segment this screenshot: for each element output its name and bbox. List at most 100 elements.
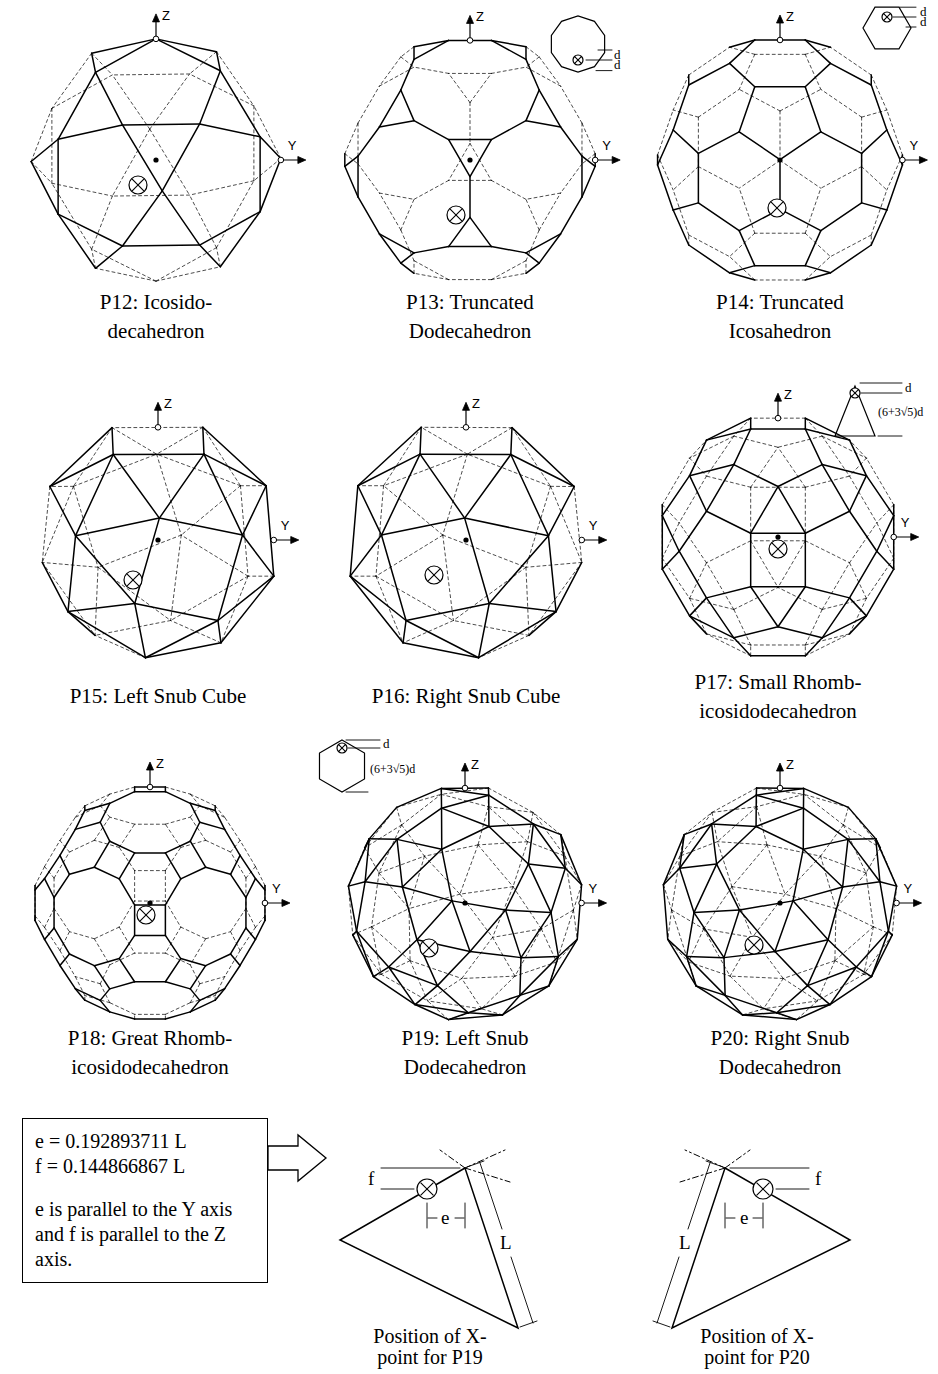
visible-edge — [135, 604, 146, 658]
x-point-symbol — [420, 939, 438, 957]
axis-origin-mark — [579, 537, 585, 543]
visible-edge — [525, 47, 527, 60]
visible-edge — [491, 247, 526, 253]
hidden-edge — [414, 67, 449, 73]
visible-edge — [717, 826, 756, 864]
hidden-edge — [757, 794, 804, 806]
x-point-symbol — [450, 209, 461, 220]
hidden-edge — [449, 73, 492, 74]
hidden-edge — [680, 842, 717, 856]
adjacent-edge — [465, 1150, 505, 1168]
visible-edge — [470, 910, 506, 952]
visible-edge — [511, 428, 512, 455]
visible-edge — [190, 966, 205, 989]
hidden-edge — [805, 645, 806, 656]
hidden-edge — [150, 129, 190, 195]
visible-edge — [255, 921, 265, 940]
visible-edge — [112, 428, 113, 455]
hidden-edge — [60, 951, 75, 977]
visible-edge — [805, 273, 830, 280]
x-point-symbol — [127, 574, 138, 585]
visible-edge — [662, 516, 679, 552]
dimension-label: L — [679, 1233, 691, 1253]
visible-edge — [96, 72, 123, 125]
visible-edge — [449, 246, 492, 248]
hidden-edge — [358, 485, 384, 486]
hidden-edge — [246, 908, 256, 927]
visible-edge — [246, 928, 256, 939]
visible-edge — [803, 808, 805, 849]
hidden-edge — [557, 910, 574, 962]
visible-edge — [520, 958, 521, 996]
visible-edge — [506, 864, 529, 910]
visible-edge — [165, 959, 180, 982]
visible-edge — [358, 427, 421, 485]
visible-edge — [413, 47, 415, 60]
hidden-edge — [467, 428, 512, 455]
visible-edge — [539, 234, 560, 263]
visible-edge — [397, 788, 442, 807]
visible-edge — [75, 989, 100, 1001]
visible-edge — [850, 551, 877, 598]
visible-edge — [401, 59, 414, 90]
visible-edge — [872, 931, 889, 976]
adjacent-edge — [685, 1150, 725, 1168]
visible-edge — [830, 63, 871, 85]
hidden-edge — [401, 47, 414, 57]
visible-edge — [225, 965, 240, 988]
hidden-edge — [574, 487, 582, 563]
hidden-edge — [95, 621, 171, 636]
adjacent-edge — [465, 1168, 510, 1182]
visible-edge — [698, 203, 739, 231]
visible-edge — [417, 901, 452, 940]
visible-edge — [866, 569, 893, 616]
visible-edge — [521, 913, 551, 958]
axis-origin-mark — [467, 38, 473, 44]
visible-edge — [821, 203, 862, 231]
dimension-label: (6+3√5)d — [370, 762, 415, 777]
visible-edge — [35, 879, 45, 890]
x-point-symbol — [132, 179, 143, 190]
visible-edge — [805, 63, 830, 86]
visible-edge — [96, 39, 156, 72]
visible-edge — [113, 453, 204, 455]
axis-origin-mark — [271, 537, 277, 543]
visible-edge — [45, 939, 60, 965]
center-dot — [775, 534, 780, 539]
visible-edge — [246, 879, 256, 898]
visible-edge — [135, 518, 160, 603]
visible-edge — [401, 263, 414, 273]
dimension-label: f — [368, 1169, 374, 1189]
hidden-edge — [135, 953, 166, 954]
visible-edge — [668, 939, 696, 986]
axis-label: Y — [589, 881, 598, 897]
visible-edge — [739, 87, 755, 132]
visible-edge — [793, 849, 803, 901]
visible-edge — [181, 867, 206, 879]
hidden-edge — [379, 193, 400, 230]
hidden-edge — [734, 436, 778, 447]
hidden-edge — [225, 951, 240, 977]
visible-edge — [658, 165, 674, 210]
dimension-line — [657, 1257, 679, 1323]
visible-edge — [379, 121, 414, 127]
hidden-edge — [470, 143, 491, 180]
visible-edge — [880, 882, 888, 931]
hidden-edge — [165, 817, 190, 824]
visible-edge — [465, 454, 511, 518]
visible-edge — [756, 795, 803, 808]
center-dot — [153, 157, 158, 162]
hidden-edge — [75, 977, 100, 984]
visible-edge — [401, 253, 414, 263]
hidden-edge — [190, 939, 205, 965]
visible-edge — [520, 956, 559, 995]
visible-edge — [266, 486, 274, 576]
visible-edge — [712, 795, 757, 824]
visible-edge — [548, 536, 556, 612]
x-point-symbol — [771, 202, 782, 213]
visible-edge — [381, 535, 406, 620]
visible-edge — [850, 511, 877, 551]
visible-edge — [821, 132, 862, 154]
visible-edge — [877, 551, 894, 569]
visible-edge — [60, 965, 75, 988]
